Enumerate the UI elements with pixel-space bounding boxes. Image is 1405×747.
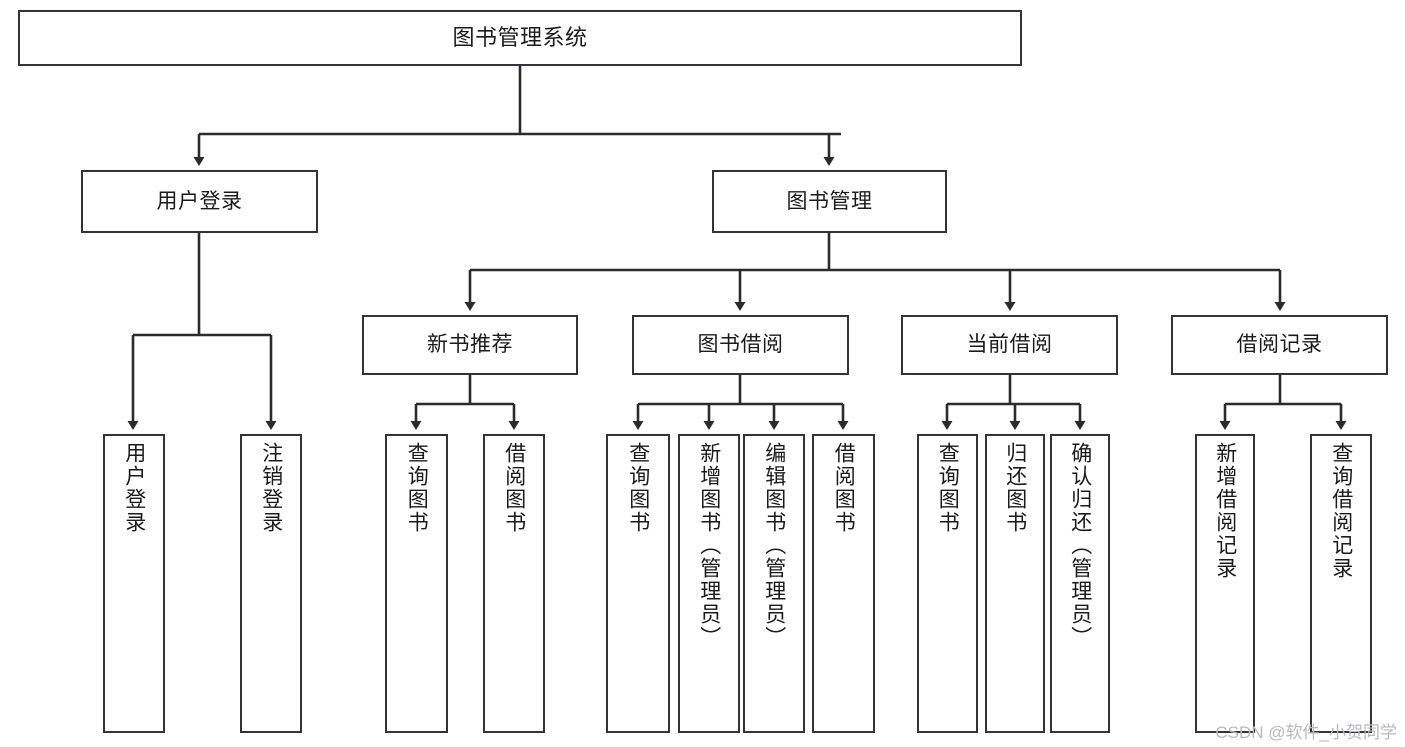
node-label: 借阅图书 [832,442,856,534]
node-label: 用户登录 [156,189,243,213]
node-label: 新增图书（管理员） [697,442,721,649]
node-new-book-recommend[interactable]: 新书推荐 [362,315,578,375]
node-user-login[interactable]: 用户登录 [81,170,318,233]
node-label: 图书借阅 [697,333,784,357]
leaf-user-login-login[interactable]: 用户登录 [103,434,165,733]
node-label: 查询图书 [626,442,650,534]
node-label: 确认归还（管理员） [1068,442,1092,649]
leaf-book-borrow-query[interactable]: 查询图书 [606,434,670,733]
node-label: 查询图书 [405,442,429,534]
leaf-borrow-record-add[interactable]: 新增借阅记录 [1195,434,1255,733]
leaf-current-borrow-confirm-return[interactable]: 确认归还（管理员） [1050,434,1110,733]
node-label: 图书管理 [786,189,873,213]
node-book-management[interactable]: 图书管理 [712,170,947,233]
node-label: 查询借阅记录 [1329,442,1353,580]
node-root-system[interactable]: 图书管理系统 [18,10,1022,66]
leaf-book-borrow-add[interactable]: 新增图书（管理员） [678,434,740,733]
leaf-user-login-logout[interactable]: 注销登录 [240,434,302,733]
node-label: 新增借阅记录 [1213,442,1237,580]
node-label: 新书推荐 [427,333,513,357]
leaf-new-book-borrow[interactable]: 借阅图书 [483,434,545,733]
node-label: 借阅记录 [1236,333,1323,357]
node-label: 用户登录 [122,442,146,534]
node-label: 归还图书 [1003,442,1027,534]
node-current-borrow[interactable]: 当前借阅 [901,315,1118,375]
leaf-current-borrow-query[interactable]: 查询图书 [917,434,978,733]
leaf-borrow-record-query[interactable]: 查询借阅记录 [1310,434,1372,733]
node-borrow-record[interactable]: 借阅记录 [1171,315,1388,375]
node-label: 借阅图书 [502,442,526,534]
leaf-book-borrow-borrow[interactable]: 借阅图书 [812,434,875,733]
node-label: 编辑图书（管理员） [762,442,786,649]
node-label: 注销登录 [259,442,283,534]
node-book-borrow[interactable]: 图书借阅 [632,315,849,375]
leaf-current-borrow-return[interactable]: 归还图书 [985,434,1045,733]
node-label: 图书管理系统 [452,24,588,50]
node-label: 当前借阅 [966,333,1053,357]
watermark-text: CSDN @软件_小贺同学 [1215,723,1397,742]
leaf-book-borrow-edit[interactable]: 编辑图书（管理员） [743,434,805,733]
node-label: 查询图书 [936,442,960,534]
leaf-new-book-query[interactable]: 查询图书 [385,434,448,733]
